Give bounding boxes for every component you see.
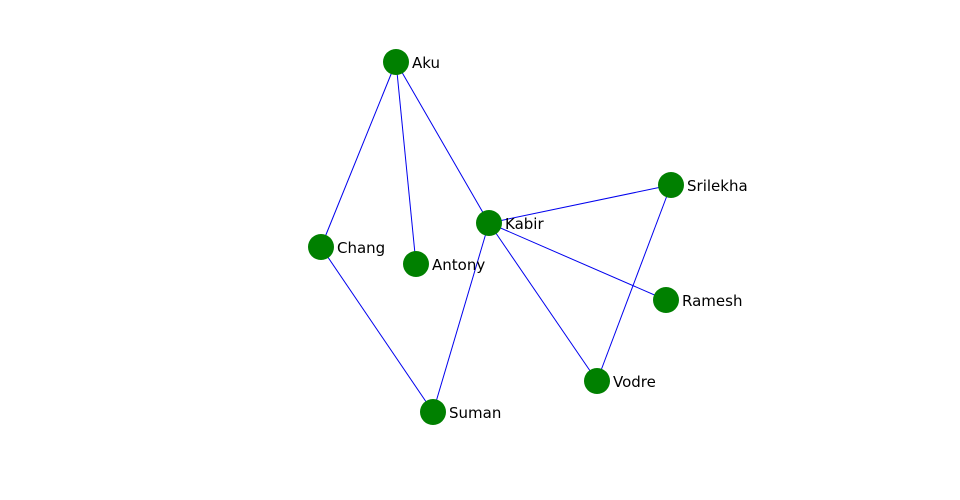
node-circle-suman[interactable]	[420, 399, 446, 425]
edge-kabir-suman	[432, 222, 490, 413]
node-circle-antony[interactable]	[403, 251, 429, 277]
node-label-antony: Antony	[432, 256, 485, 274]
node-ramesh[interactable]: Ramesh	[653, 287, 742, 313]
node-aku[interactable]: Aku	[383, 49, 440, 75]
edge-kabir-srilekha	[488, 184, 672, 224]
node-circle-chang[interactable]	[308, 234, 334, 260]
node-label-aku: Aku	[412, 54, 440, 72]
node-label-srilekha: Srilekha	[687, 177, 748, 195]
edge-srilekha-vodre	[596, 184, 672, 382]
edge-kabir-ramesh	[488, 222, 667, 301]
node-circle-ramesh[interactable]	[653, 287, 679, 313]
edge-aku-antony	[395, 61, 417, 265]
node-antony[interactable]: Antony	[403, 251, 485, 277]
edge-aku-chang	[320, 61, 397, 248]
node-label-ramesh: Ramesh	[682, 292, 742, 310]
edges-layer	[320, 61, 672, 413]
node-vodre[interactable]: Vodre	[584, 368, 656, 394]
node-label-suman: Suman	[449, 404, 501, 422]
node-circle-vodre[interactable]	[584, 368, 610, 394]
node-chang[interactable]: Chang	[308, 234, 385, 260]
node-circle-kabir[interactable]	[476, 210, 502, 236]
node-circle-aku[interactable]	[383, 49, 409, 75]
edge-kabir-vodre	[488, 222, 598, 382]
edge-aku-kabir	[395, 61, 490, 224]
node-label-chang: Chang	[337, 239, 385, 257]
edge-chang-suman	[320, 246, 434, 413]
node-label-vodre: Vodre	[613, 373, 656, 391]
node-suman[interactable]: Suman	[420, 399, 501, 425]
node-srilekha[interactable]: Srilekha	[658, 172, 748, 198]
node-circle-srilekha[interactable]	[658, 172, 684, 198]
node-label-kabir: Kabir	[505, 215, 544, 233]
node-kabir[interactable]: Kabir	[476, 210, 544, 236]
